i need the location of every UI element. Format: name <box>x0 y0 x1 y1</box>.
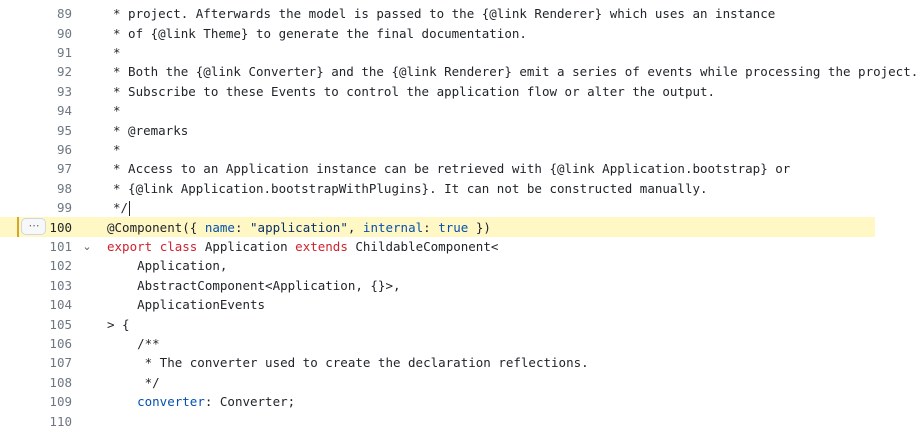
token-property: converter <box>137 394 205 410</box>
line-number[interactable]: 93 <box>56 83 72 99</box>
line-number[interactable]: 89 <box>56 6 72 22</box>
code-line: 94 * <box>0 101 875 120</box>
chevron-down-icon[interactable]: ⌄ <box>82 239 92 253</box>
line-number[interactable]: 107 <box>49 355 72 371</box>
code-text: * <box>113 103 121 119</box>
line-number[interactable]: 92 <box>56 64 72 80</box>
code-line: 95 * @remarks <box>0 120 875 139</box>
code-text: ApplicationEvents <box>107 297 266 313</box>
line-number[interactable]: 102 <box>49 258 72 274</box>
code-line: 104 ApplicationEvents <box>0 295 875 314</box>
code-text: * project. Afterwards the model is passe… <box>113 6 776 22</box>
line-number[interactable]: 106 <box>49 335 72 351</box>
line-number[interactable]: 108 <box>49 374 72 390</box>
code-text: * Access to an Application instance can … <box>113 161 791 177</box>
code-text: */ <box>107 374 160 390</box>
code-line: 103 AbstractComponent<Application, {}>, <box>0 276 875 295</box>
line-number[interactable]: 110 <box>49 413 72 429</box>
token-keyword: extends <box>295 238 348 254</box>
code-line: 102 Application, <box>0 256 875 275</box>
code-line: 91 * <box>0 43 875 62</box>
text-cursor <box>129 200 131 216</box>
token-indent <box>107 394 137 409</box>
code-text: > { <box>107 316 130 332</box>
line-number[interactable]: 109 <box>49 394 72 410</box>
code-text: * {@link Application.bootstrapWithPlugin… <box>113 180 708 196</box>
code-view: 89 * project. Afterwards the model is pa… <box>0 4 918 429</box>
code-text: Application, <box>107 258 228 274</box>
token-identifier: ChildableComponent< <box>347 238 499 254</box>
line-number[interactable]: 101 <box>49 238 72 254</box>
line-number[interactable]: 96 <box>56 141 72 157</box>
token-space <box>152 239 160 254</box>
token-property: internal <box>362 219 424 235</box>
code-text: */ <box>113 199 129 215</box>
code-line: 108 */ <box>0 373 875 392</box>
line-number[interactable]: 105 <box>49 316 72 332</box>
code-line: 89 * project. Afterwards the model is pa… <box>0 4 875 23</box>
token-string: "application" <box>250 219 348 235</box>
code-line-with-caret: */ <box>113 199 131 216</box>
code-line: 107 * The converter used to create the d… <box>0 353 875 372</box>
code-text: * The converter used to create the decla… <box>107 355 589 371</box>
code-text: AbstractComponent<Application, {}>, <box>107 277 401 293</box>
line-number[interactable]: 98 <box>56 180 72 196</box>
token-punctuation: , <box>347 219 363 235</box>
line-number[interactable]: 104 <box>49 297 72 313</box>
code-line: 99 */ <box>0 198 875 217</box>
code-text: export class Application extends Childab… <box>107 239 498 254</box>
code-text: * <box>113 141 121 157</box>
line-number[interactable]: 100 <box>49 219 72 235</box>
code-line: 97 * Access to an Application instance c… <box>0 159 875 178</box>
code-line: 93 * Subscribe to these Events to contro… <box>0 82 875 101</box>
code-text: * <box>113 44 121 60</box>
code-line: 90 * of {@link Theme} to generate the fi… <box>0 23 875 42</box>
code-text: * @remarks <box>113 122 189 138</box>
code-line: 101 ⌄ export class Application extends C… <box>0 237 875 256</box>
code-line: 98 * {@link Application.bootstrapWithPlu… <box>0 179 875 198</box>
token-literal: true <box>438 219 469 235</box>
code-text: converter: Converter; <box>107 394 295 409</box>
code-line: 106 /** <box>0 334 875 353</box>
token-keyword: export <box>107 238 153 254</box>
token-keyword: class <box>159 238 198 254</box>
code-line: 92 * Both the {@link Converter} and the … <box>0 62 918 81</box>
token-identifier: Application <box>197 238 296 254</box>
token-type: : Converter; <box>204 394 296 410</box>
line-actions-button[interactable]: ⋯ <box>21 218 46 236</box>
code-line: 105 > { <box>0 314 875 333</box>
code-text: @Component({ name: "application", intern… <box>107 220 491 235</box>
code-line: 96 * <box>0 140 875 159</box>
line-number[interactable]: 91 <box>56 44 72 60</box>
code-line-highlighted: ⋯ 100 @Component({ name: "application", … <box>0 217 875 238</box>
line-number[interactable]: 97 <box>56 161 72 177</box>
line-number[interactable]: 103 <box>49 277 72 293</box>
line-number[interactable]: 90 <box>56 25 72 41</box>
token-property: name <box>204 219 235 235</box>
token-decorator: @Component({ <box>107 219 205 235</box>
token-punctuation: : <box>234 219 251 235</box>
line-number[interactable]: 99 <box>56 200 72 216</box>
code-line: 109 converter: Converter; <box>0 392 875 411</box>
token-punctuation: : <box>423 219 439 235</box>
line-number[interactable]: 95 <box>56 122 72 138</box>
line-number[interactable]: 94 <box>56 103 72 119</box>
code-text: * of {@link Theme} to generate the final… <box>113 25 527 41</box>
token-punctuation: }) <box>468 219 491 235</box>
code-text: /** <box>107 335 160 351</box>
code-text: * Subscribe to these Events to control t… <box>113 83 716 99</box>
code-line: 110 <box>0 411 875 430</box>
code-text: * Both the {@link Converter} and the {@l… <box>113 64 918 80</box>
